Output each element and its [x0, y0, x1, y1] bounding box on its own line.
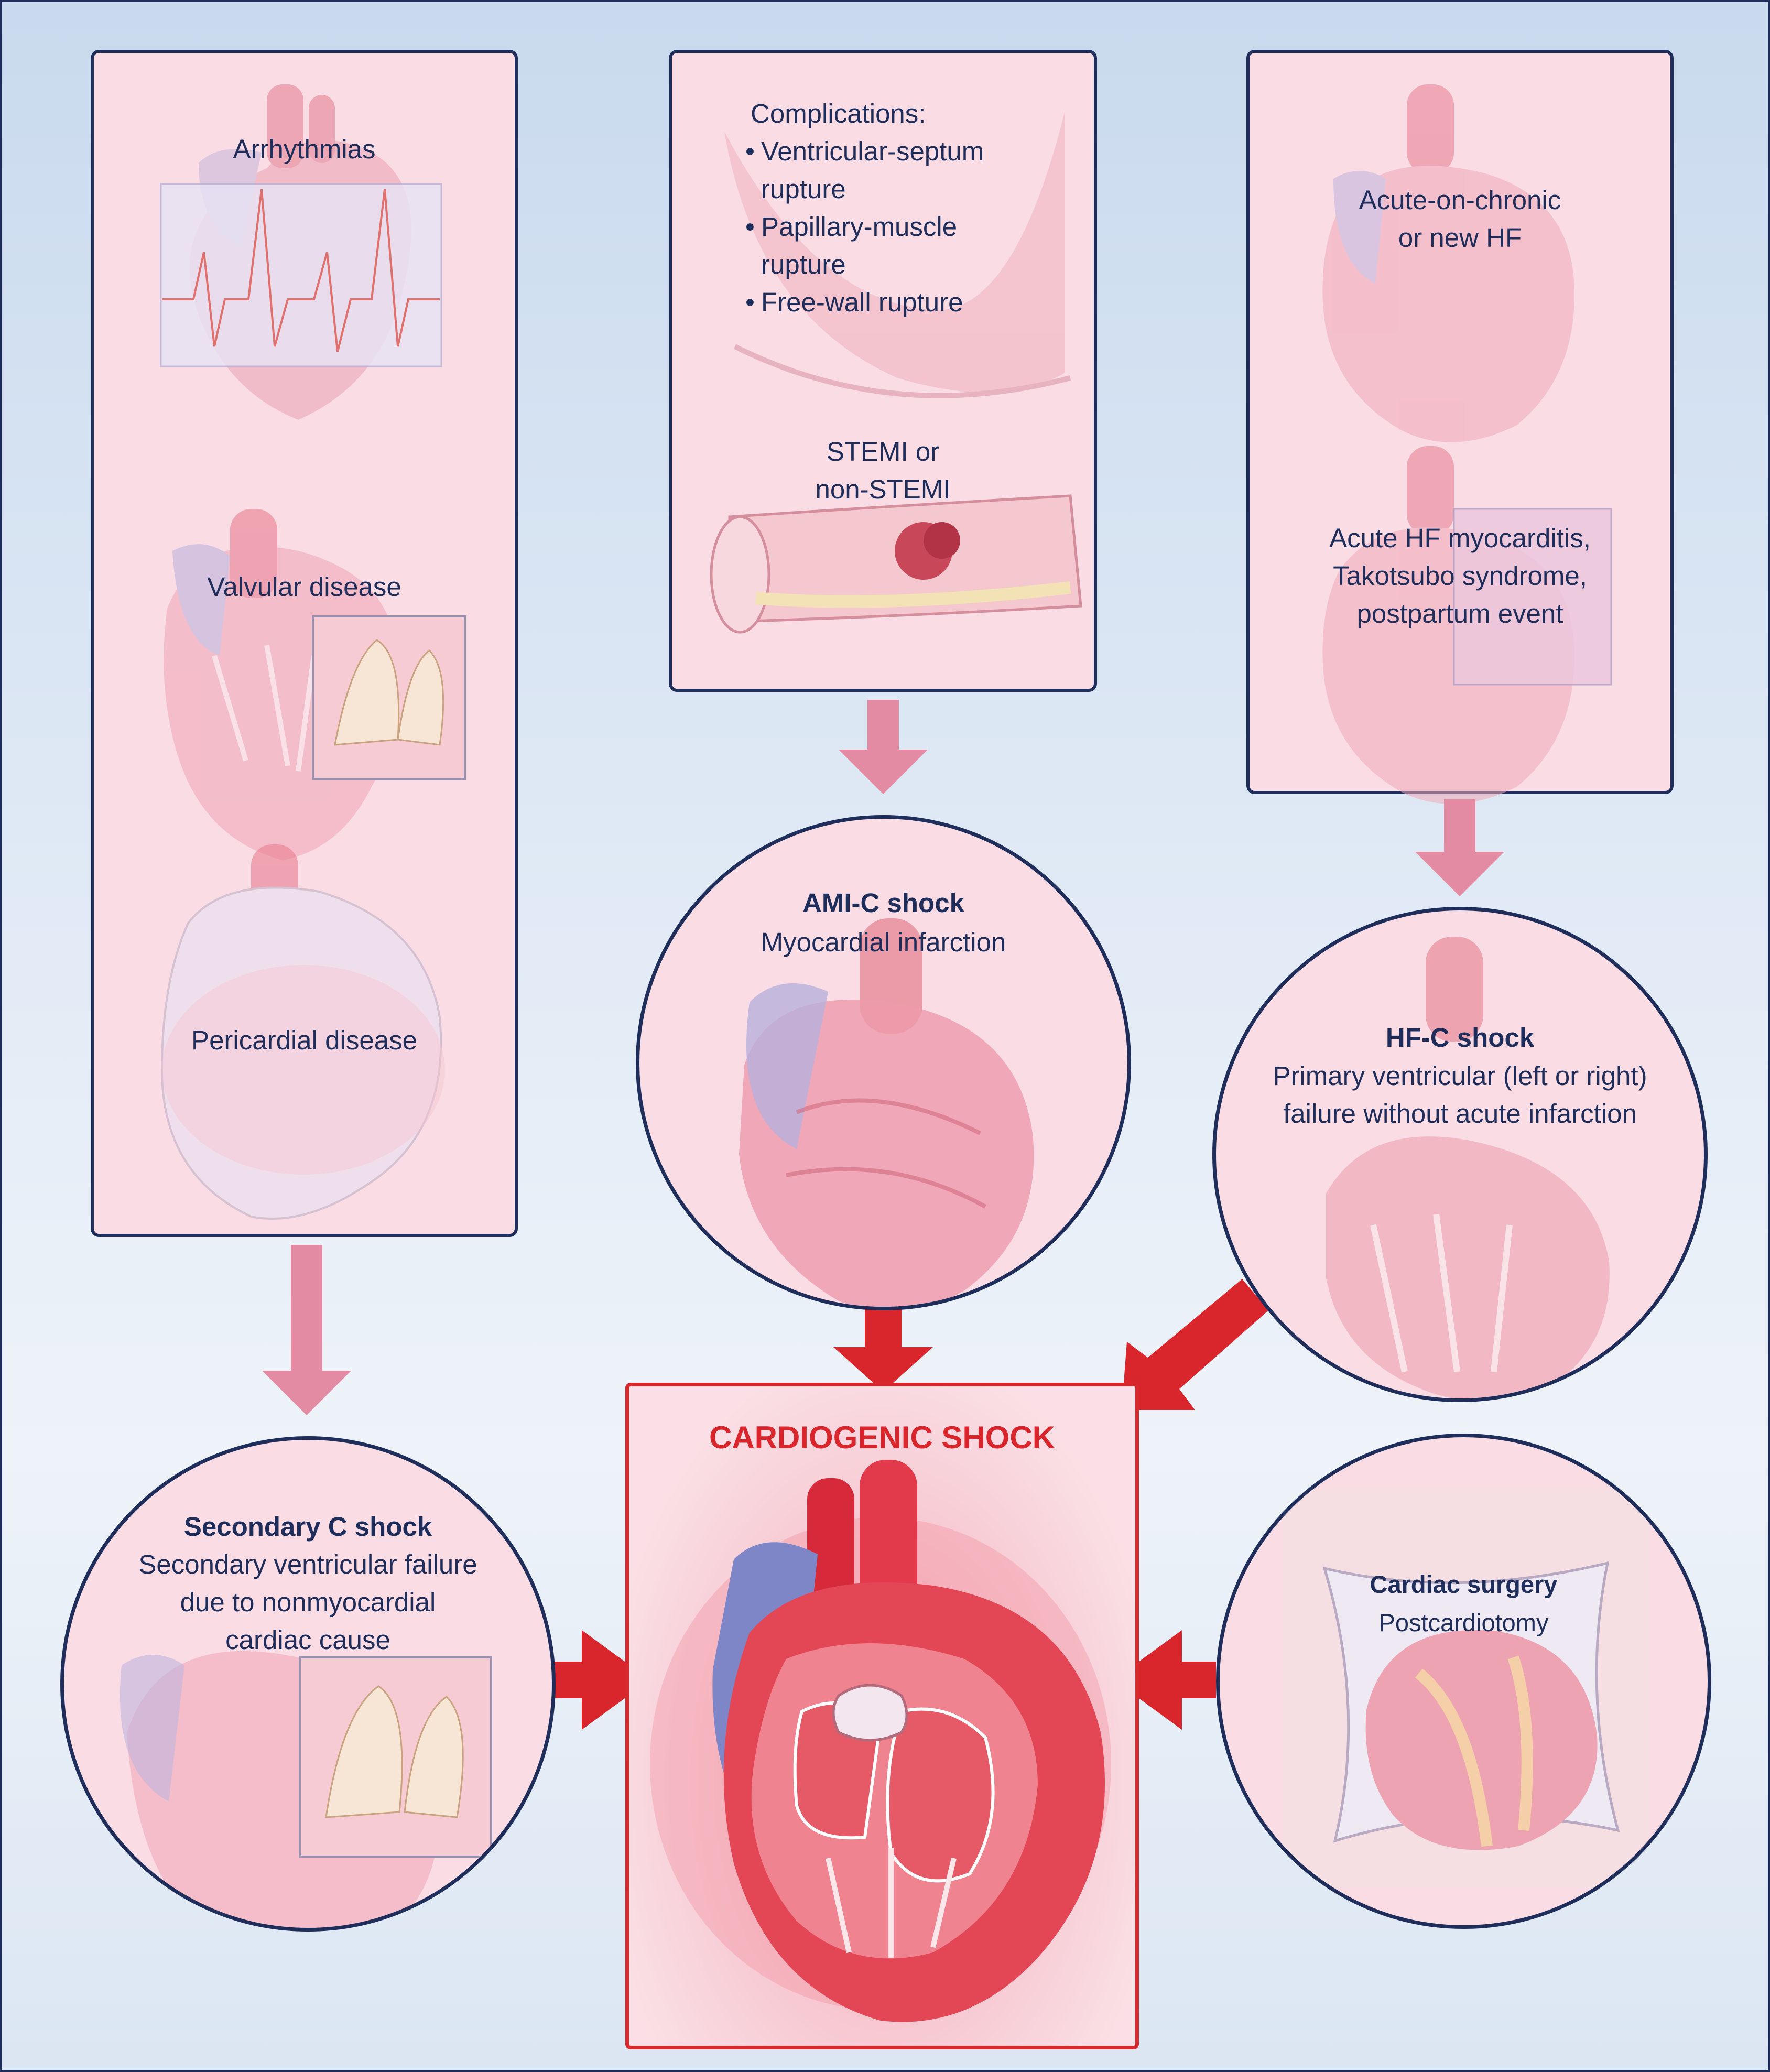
pink-arrows: [262, 700, 1504, 1415]
secondary-c-shock-line2: due to nonmyocardial: [180, 1587, 436, 1617]
secondary-c-shock-title: Secondary C shock: [183, 1512, 432, 1542]
ami-c-shock-subtitle: Myocardial infarction: [761, 927, 1006, 957]
valvular-disease-label: Valvular disease: [207, 572, 401, 602]
ami-c-shock-circle: AMI-C shock Myocardial infarction: [636, 815, 1131, 1310]
ami-c-shock-title: AMI-C shock: [802, 888, 964, 918]
myocarditis-label: Acute HF myocarditis,Takotsubo syndrome,…: [1329, 523, 1591, 628]
middle-causes-panel: Complications: Ventricular-septumrupture…: [669, 50, 1097, 692]
complications-title: Complications:: [751, 99, 926, 128]
myocardium-illustration: [710, 111, 1082, 634]
heart-arrhythmia-illustration: [160, 84, 466, 1220]
heart-mi-illustration: [739, 918, 1034, 1307]
pericardial-disease-label: Pericardial disease: [191, 1025, 417, 1055]
heart-hf-illustration: [1326, 937, 1610, 1398]
arrow-left-panel-down: [262, 1245, 351, 1415]
red-arrows: [548, 1279, 1268, 1730]
heart-failure-illustrations: [1322, 84, 1612, 804]
heart-secondary-illustration: [120, 1651, 492, 1928]
arrow-right-panel-down: [1415, 799, 1504, 896]
cardiac-surgery-title: Cardiac surgery: [1370, 1570, 1558, 1598]
surgery-illustration: [1283, 1490, 1649, 1888]
cardiogenic-shock-title: CARDIOGENIC SHOCK: [709, 1420, 1056, 1455]
cardiac-surgery-circle: Cardiac surgery Postcardiotomy: [1216, 1434, 1711, 1929]
hf-c-shock-circle: HF-C shock Primary ventricular (left or …: [1212, 907, 1708, 1402]
artery-illustration: [710, 494, 1082, 634]
secondary-c-shock-line3: cardiac cause: [225, 1625, 390, 1655]
arrow-ami-to-central: [833, 1300, 933, 1392]
left-causes-panel: Arrhythmias Valvular disease Pericardial…: [91, 50, 518, 1237]
cardiogenic-shock-box: CARDIOGENIC SHOCK: [625, 1383, 1139, 2049]
hf-c-shock-line1: Primary ventricular (left or right): [1273, 1061, 1647, 1091]
histology-inset: [1453, 508, 1612, 686]
arrow-secondary-to-central: [548, 1630, 650, 1730]
secondary-c-shock-line1: Secondary ventricular failure: [138, 1549, 477, 1579]
cardiac-surgery-subtitle: Postcardiotomy: [1378, 1609, 1549, 1636]
ecg-trace: [162, 189, 440, 352]
complication-item-fwr: Free-wall rupture: [745, 284, 1081, 321]
arrow-hfc-to-central: [1122, 1279, 1268, 1410]
arrow-surgery-to-central: [1114, 1630, 1216, 1730]
central-heart-illustration: [650, 1460, 1111, 2022]
arrhythmias-label: Arrhythmias: [233, 134, 376, 164]
secondary-c-shock-circle: Secondary C shock Secondary ventricular …: [60, 1436, 556, 1932]
hf-c-shock-line2: failure without acute infarction: [1283, 1099, 1637, 1129]
arrow-middle-panel-down: [839, 700, 928, 794]
hf-c-shock-title: HF-C shock: [1385, 1023, 1535, 1053]
ecg-grid: [160, 183, 442, 367]
